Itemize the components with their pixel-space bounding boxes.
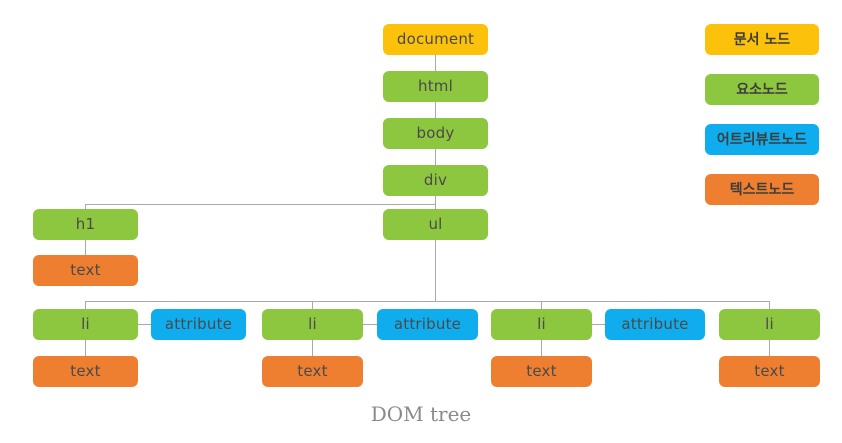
connector-li-4-text (769, 339, 770, 356)
node-li-1-text[interactable]: text (33, 356, 138, 387)
connector-h1-text (85, 239, 86, 256)
diagram-caption: DOM tree (370, 402, 472, 426)
node-h1-text[interactable]: text (33, 255, 138, 286)
node-li-3[interactable]: li (491, 309, 592, 340)
node-h1[interactable]: h1 (33, 209, 138, 240)
node-li-3-text[interactable]: text (491, 356, 592, 387)
legend-item-text-node: 텍스트노드 (705, 174, 819, 205)
connector-bus-li-4 (769, 301, 770, 309)
connector-bus-li-1 (85, 301, 86, 309)
connector-bus-ul (435, 204, 436, 210)
connector-html-body (435, 102, 436, 119)
connector-bus-li-2 (312, 301, 313, 309)
connector-li-3-attribute (592, 324, 605, 325)
connector-bus-div-children (85, 204, 436, 205)
connector-bus-li-children (85, 301, 770, 302)
connector-li-2-text (312, 339, 313, 356)
connector-body-div (435, 149, 436, 166)
connector-ul-bus (435, 239, 436, 301)
node-attribute-3[interactable]: attribute (605, 309, 705, 340)
connector-document-html (435, 55, 436, 72)
connector-div-bus (435, 196, 436, 204)
connector-li-1-attribute (138, 324, 151, 325)
connector-bus-li-3 (541, 301, 542, 309)
node-html[interactable]: html (383, 71, 488, 102)
node-li-1[interactable]: li (33, 309, 138, 340)
connector-bus-h1 (85, 204, 86, 210)
node-body[interactable]: body (383, 118, 488, 149)
node-li-4-text[interactable]: text (719, 356, 820, 387)
node-div[interactable]: div (383, 165, 488, 196)
node-li-4[interactable]: li (719, 309, 820, 340)
connector-li-2-attribute (363, 324, 377, 325)
connector-li-3-text (541, 339, 542, 356)
legend-item-document-node: 문서 노드 (705, 24, 819, 55)
node-document[interactable]: document (383, 24, 488, 55)
node-li-2-text[interactable]: text (262, 356, 363, 387)
node-li-2[interactable]: li (262, 309, 363, 340)
node-attribute-2[interactable]: attribute (377, 309, 478, 340)
connector-li-1-text (85, 339, 86, 356)
node-attribute-1[interactable]: attribute (151, 309, 246, 340)
legend-item-element-node: 요소노드 (705, 74, 819, 105)
legend-item-attribute-node: 어트리뷰트노드 (705, 124, 819, 155)
node-ul[interactable]: ul (383, 209, 488, 240)
